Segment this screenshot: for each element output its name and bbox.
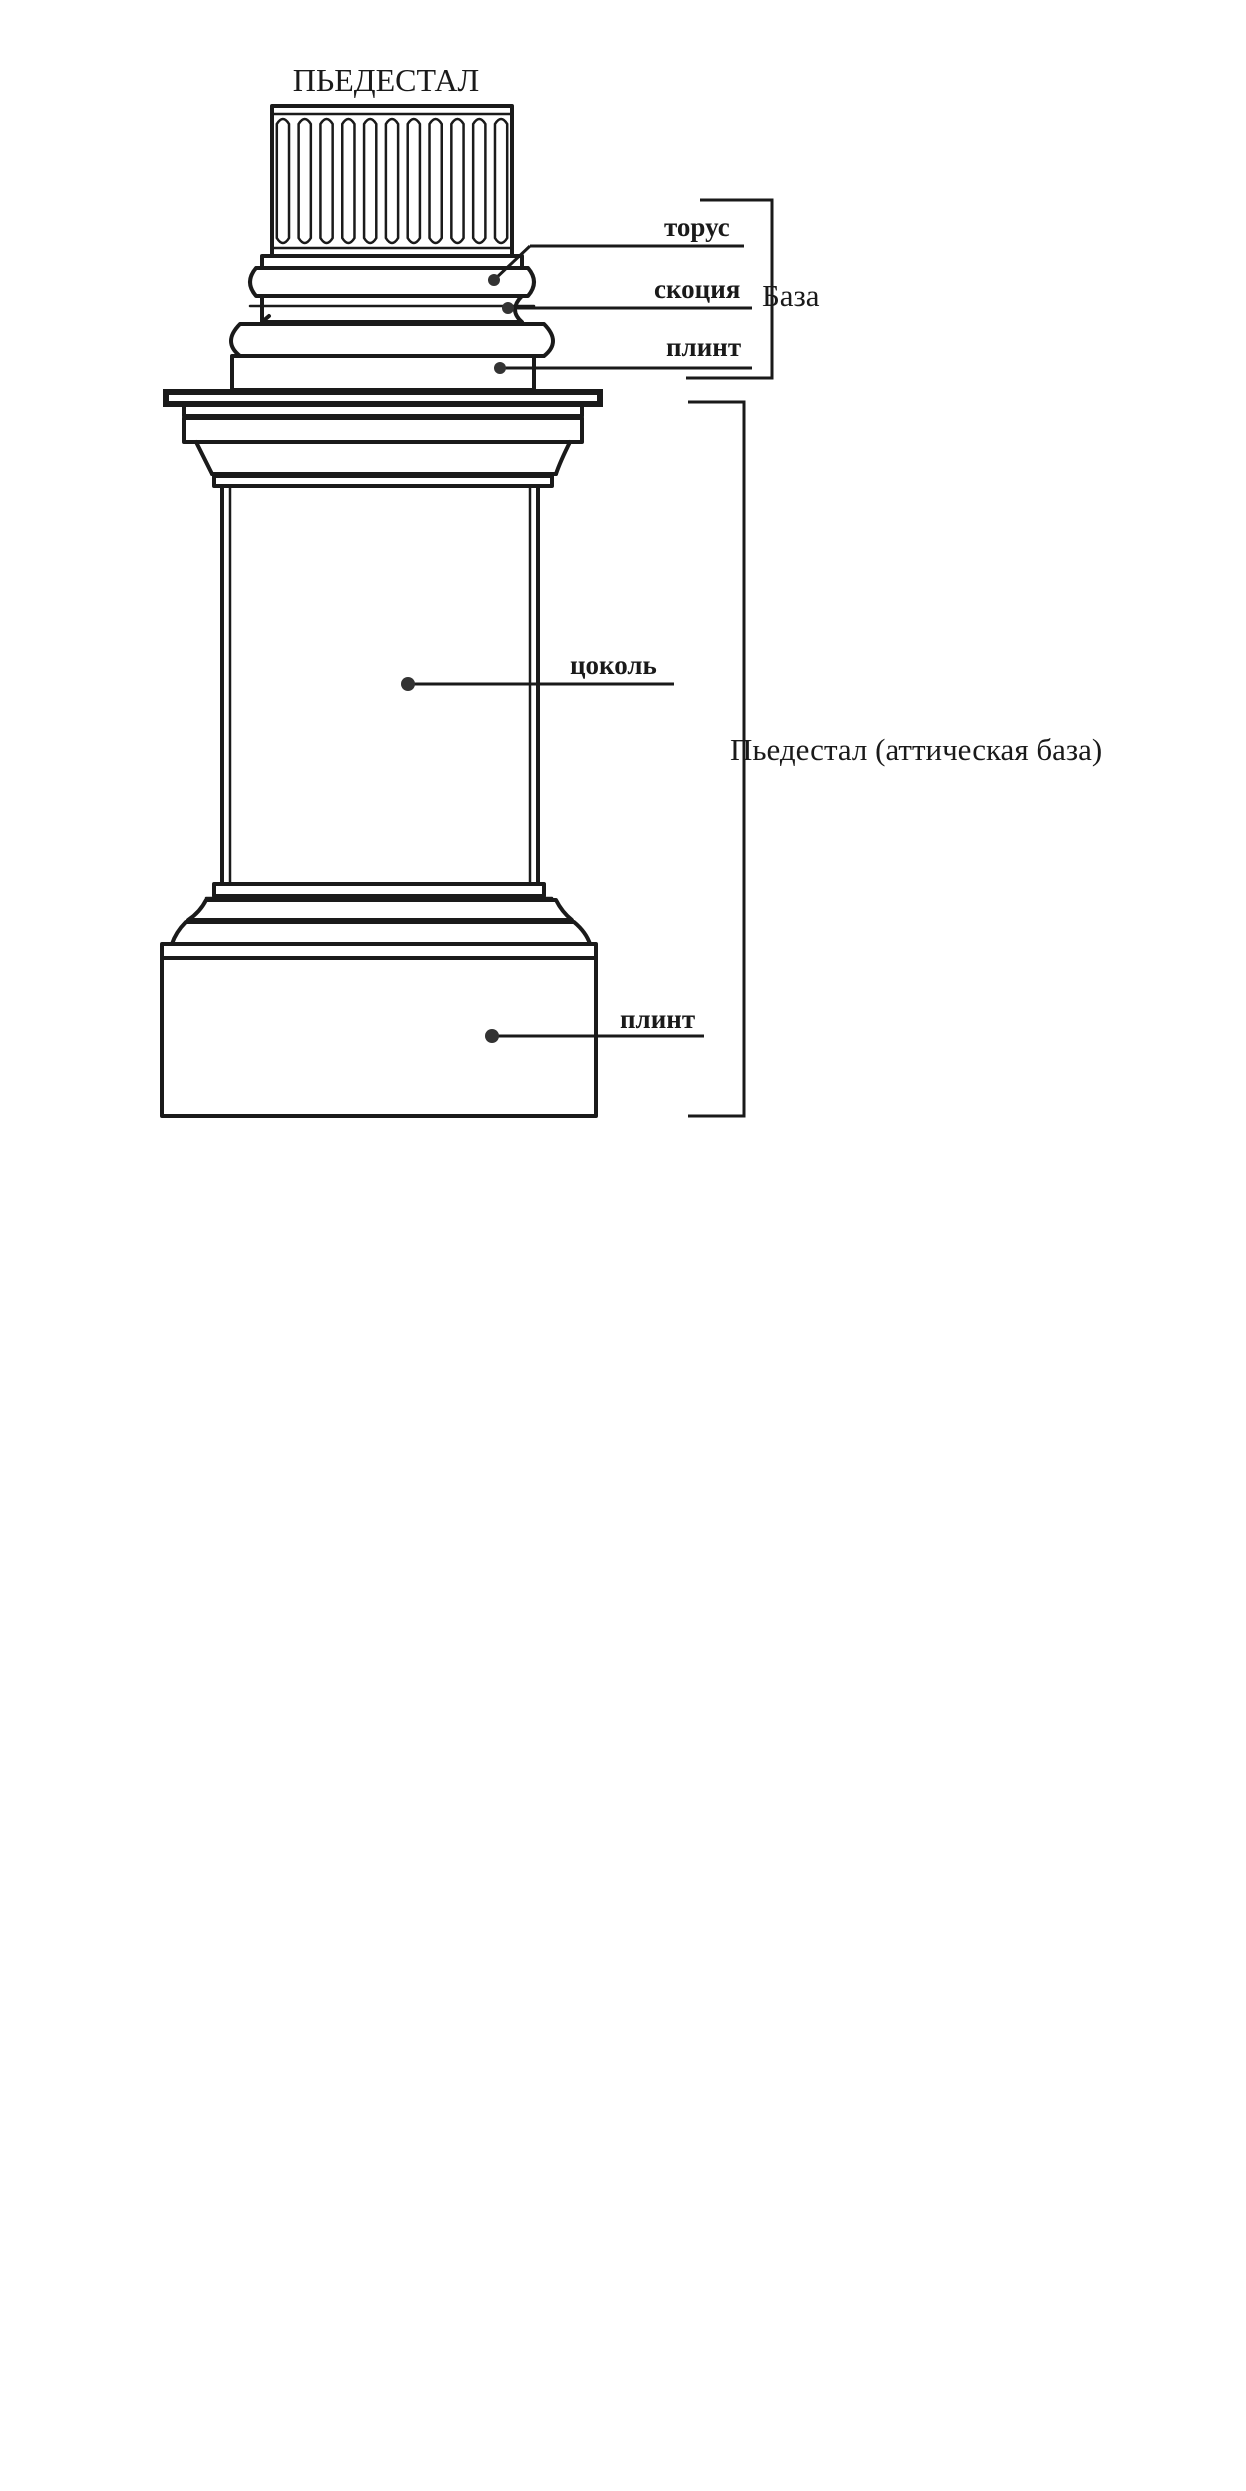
- pedestal-base-molding: [170, 882, 592, 946]
- leader-plinth-lower: [485, 1029, 704, 1043]
- pedestal-cornice: [163, 389, 603, 488]
- shaft-flute: [319, 117, 334, 245]
- label-plinth-lower: плинт: [620, 1004, 695, 1034]
- shaft-flute: [493, 117, 509, 245]
- shaft-flute: [406, 117, 422, 245]
- shaft-flute: [275, 117, 291, 245]
- shaft-flute: [297, 117, 313, 245]
- pedestal-bracket: [688, 400, 746, 1118]
- leader-dado: [401, 677, 674, 691]
- leader-plinth-upper: [494, 362, 752, 374]
- group-label-base: База: [762, 278, 820, 313]
- label-scotia: скоция: [654, 274, 740, 304]
- base-bracket: [686, 198, 774, 380]
- label-dado: цоколь: [570, 650, 657, 680]
- leader-scotia: [502, 302, 752, 314]
- scotia-molding: [260, 294, 524, 324]
- shaft-flute: [450, 117, 465, 245]
- shaft-flute: [362, 117, 378, 245]
- label-torus: торус: [664, 212, 730, 242]
- shaft-flute: [428, 117, 443, 245]
- leader-torus: [488, 244, 744, 286]
- shaft-flute: [471, 117, 487, 245]
- pedestal-plinth: [160, 942, 598, 1118]
- group-label-pedestal: Пьедестал (аттическая база): [730, 732, 1102, 767]
- upper-plinth: [230, 354, 536, 392]
- shaft-flutes: [275, 117, 509, 245]
- diagram-title: ПЬЕДЕСТАЛ: [293, 62, 480, 98]
- shaft-flute: [341, 117, 356, 245]
- label-plinth-upper: плинт: [666, 332, 741, 362]
- column-shaft: [270, 104, 514, 258]
- torus-molding: [248, 266, 536, 298]
- shaft-flute: [384, 117, 400, 245]
